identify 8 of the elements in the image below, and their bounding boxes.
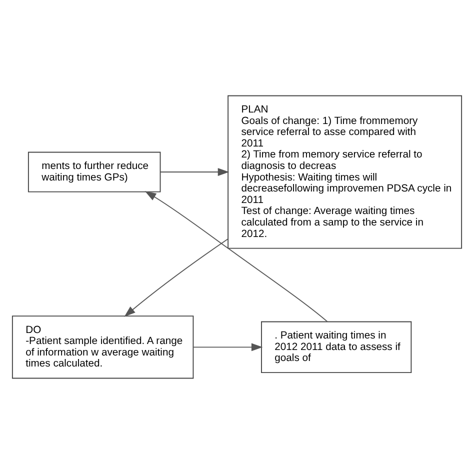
arrow — [144, 191, 328, 322]
node-box: ments to further reduce waiting times GPs) — [28, 152, 161, 192]
arrow — [160, 168, 230, 176]
arrow — [124, 238, 228, 317]
node-box: PLAN Goals of change: 1) Time frommemory service referral to asse compared with 2011 2) Time from memory service referral to diagnosis to decreas Hypothesis: Waiting times will decreasefollowing improvemen PDSA cycle in 2011 Test of change: Average waiting times calculated from a samp to the service in 2012. — [228, 95, 462, 249]
arrow — [193, 343, 263, 352]
node-box: DO -Patient sample identified. A range of information w average waiting times calculated. — [12, 316, 194, 379]
node-box: . Patient waiting times in 2012 2011 data to assess if goals of — [261, 321, 412, 374]
